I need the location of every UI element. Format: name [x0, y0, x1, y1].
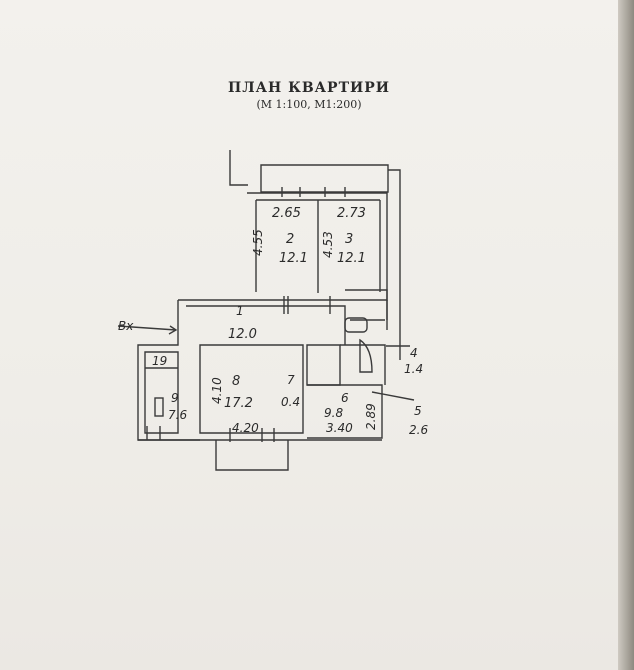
room-6-width: 3.40 [326, 421, 353, 435]
room-8-number: 8 [232, 374, 240, 389]
entrance-label: Вх [118, 319, 134, 333]
page-title: ПЛАН КВАРТИРИ [227, 80, 390, 96]
room-9-area: 7.6 [168, 408, 187, 422]
room-6-wall [307, 384, 383, 439]
paper-sheet [0, 0, 618, 670]
page-edge [618, 0, 634, 670]
room-2-number: 2 [286, 232, 294, 247]
room-3-number: 3 [345, 232, 353, 247]
room-1-area: 12.0 [228, 327, 257, 342]
floor-plan: 2.65 2.73 2 12.1 3 12.1 4.55 4.53 1 12.0… [117, 150, 428, 471]
balcony-top [260, 164, 389, 193]
bathtub [359, 338, 373, 373]
room-6-length: 2.89 [364, 403, 378, 430]
room-7-number: 7 [287, 373, 295, 387]
room-4-area: 1.4 [404, 362, 423, 376]
room-8-wall [199, 344, 304, 434]
balcony-bottom [215, 440, 289, 471]
room-8-width: 4.20 [232, 421, 259, 435]
room-5-number: 5 [414, 404, 422, 418]
room-6-number: 6 [341, 391, 349, 405]
room-10-area: 19 [152, 354, 167, 368]
room-4-number: 4 [410, 346, 418, 360]
room-2-width: 2.65 [272, 206, 301, 221]
room-7-area: 0.4 [281, 395, 300, 409]
room-8-area: 17.2 [224, 396, 253, 411]
sink [344, 317, 368, 333]
room-3-area: 12.1 [337, 251, 366, 266]
room-3-length: 4.53 [321, 231, 335, 258]
room-9-number: 9 [171, 391, 179, 405]
room-2-length: 4.55 [251, 229, 265, 256]
scale-subtitle: (М 1:100, М1:200) [256, 98, 362, 111]
room-1-number: 1 [236, 304, 244, 318]
room-8-length: 4.10 [210, 377, 224, 404]
room-6-area: 9.8 [324, 406, 343, 420]
room-7-wall [306, 344, 341, 386]
room-3-width: 2.73 [337, 206, 366, 221]
room-5-area: 2.6 [409, 423, 428, 437]
room-9-wall [144, 351, 179, 434]
room-2-area: 12.1 [279, 251, 308, 266]
upper-rooms-wall [247, 192, 388, 301]
